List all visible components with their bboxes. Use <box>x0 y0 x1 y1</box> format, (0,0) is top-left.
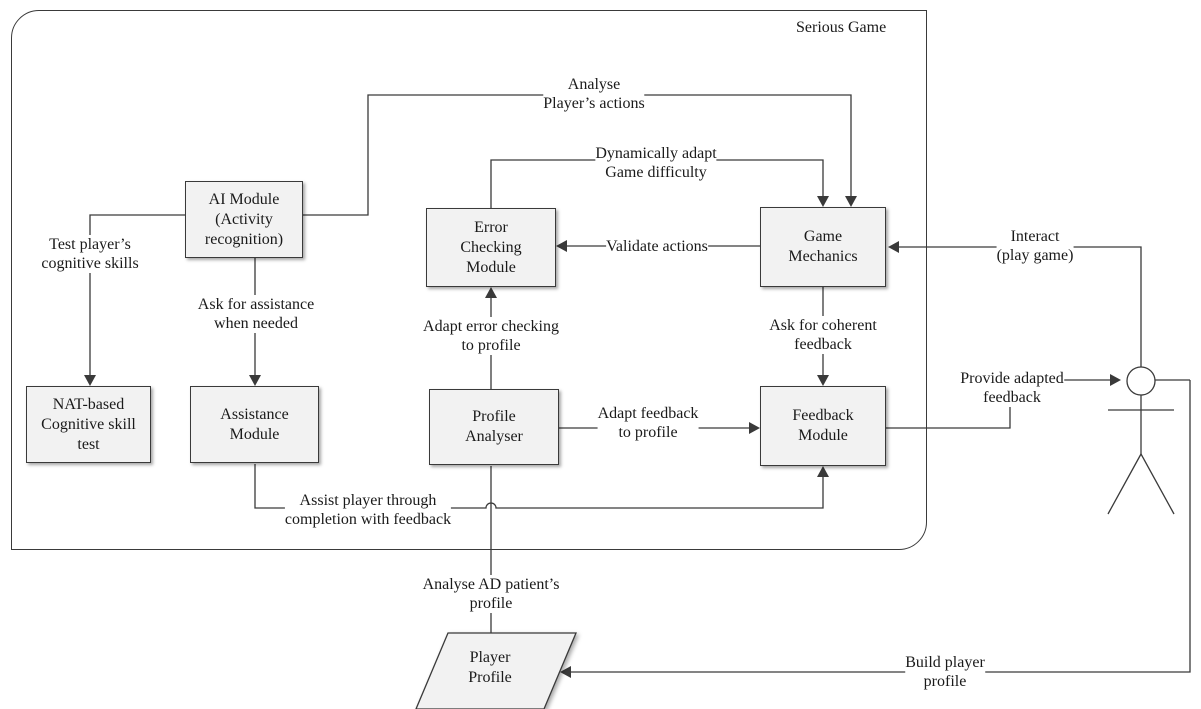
label-interact-1: Interact <box>1010 228 1060 245</box>
label-provide-feedback-1: Provide adapted <box>960 370 1064 387</box>
ai-module-line-3: recognition) <box>204 230 284 248</box>
label-test-skills: Test player’s cognitive skills <box>41 235 139 273</box>
arrowhead-dynamically-adapt <box>817 196 829 207</box>
label-provide-feedback: Provide adapted feedback <box>960 369 1064 407</box>
label-interact: Interact (play game) <box>996 227 1074 265</box>
label-dynamically-adapt: Dynamically adapt Game difficulty <box>595 144 717 182</box>
label-interact-2: (play game) <box>996 247 1074 264</box>
label-assist-player: Assist player through completion with fe… <box>284 491 452 529</box>
game-mechanics-line-2: Mechanics <box>788 248 858 265</box>
label-ask-assistance-2: when needed <box>214 315 298 332</box>
label-test-skills-1: Test player’s <box>49 236 131 253</box>
label-ask-coherent-2: feedback <box>794 336 852 353</box>
label-validate-actions-1: Validate actions <box>606 238 708 255</box>
arrowhead-test-skills <box>84 375 96 386</box>
serious-game-title: Serious Game <box>796 19 887 36</box>
arrowhead-provide-feedback <box>1110 374 1121 386</box>
label-build-profile-2: profile <box>923 673 967 690</box>
arrowhead-assist-player <box>817 466 829 477</box>
ai-module-box: AI Module (Activity recognition) <box>185 181 303 258</box>
profile-analyser-box: Profile Analyser <box>429 389 559 465</box>
label-analyse-profile-2: profile <box>469 595 513 612</box>
nat-test-line-3: test <box>77 435 100 453</box>
arrowhead-build-profile <box>560 666 571 678</box>
arrowhead-analyse-actions <box>845 196 857 207</box>
player-profile-shape <box>415 632 577 709</box>
label-adapt-feedback-2: to profile <box>618 424 678 441</box>
feedback-line-1: Feedback <box>792 407 854 424</box>
label-assist-player-2: completion with feedback <box>284 511 452 528</box>
arrowhead-ask-assistance <box>249 375 261 386</box>
label-build-profile: Build player profile <box>905 653 985 691</box>
assistance-module-box: Assistance Module <box>190 386 319 463</box>
label-dynamically-adapt-1: Dynamically adapt <box>595 145 717 162</box>
profile-analyser-line-2: Analyser <box>465 428 523 445</box>
label-adapt-error-1: Adapt error checking <box>423 318 559 335</box>
edge-interact <box>897 246 1142 367</box>
label-analyse-actions-1: Analyse <box>567 76 621 93</box>
label-adapt-feedback: Adapt feedback to profile <box>597 404 699 442</box>
assistance-line-1: Assistance <box>220 405 289 423</box>
nat-test-line-1: NAT-based <box>52 395 125 413</box>
arrowhead-ask-coherent <box>817 375 829 386</box>
arrowhead-adapt-error <box>485 287 497 298</box>
nat-test-box: NAT-based Cognitive skill test <box>26 386 151 463</box>
ai-module-line-1: AI Module <box>208 190 280 208</box>
profile-analyser-line-1: Profile <box>472 408 516 425</box>
label-test-skills-2: cognitive skills <box>41 255 139 272</box>
label-provide-feedback-2: feedback <box>983 389 1041 406</box>
label-dynamically-adapt-2: Game difficulty <box>605 164 707 181</box>
error-checking-module-box: Error Checking Module <box>426 208 556 287</box>
label-analyse-profile-1: Analyse AD patient’s <box>422 576 560 593</box>
player-profile-line-2: Profile <box>468 669 512 686</box>
feedback-line-2: Module <box>798 427 848 444</box>
label-ask-assistance-1: Ask for assistance <box>197 296 315 313</box>
assistance-line-2: Module <box>229 425 280 443</box>
nat-test-line-2: Cognitive skill <box>41 415 136 433</box>
edge-test-skills <box>89 214 185 377</box>
label-adapt-error-2: to profile <box>461 337 521 354</box>
error-checking-line-1: Error <box>474 218 508 236</box>
label-adapt-error: Adapt error checking to profile <box>423 317 559 355</box>
label-ask-coherent-1: Ask for coherent <box>769 317 877 334</box>
error-checking-line-3: Module <box>466 258 516 276</box>
player-profile-label: Player Profile <box>430 648 550 688</box>
edge-build-profile <box>569 380 1191 673</box>
label-validate-actions: Validate actions <box>606 237 708 256</box>
label-ask-coherent: Ask for coherent feedback <box>769 316 877 354</box>
player-actor-icon <box>1107 366 1190 515</box>
label-analyse-actions: Analyse Player’s actions <box>543 75 645 113</box>
label-analyse-profile: Analyse AD patient’s profile <box>422 575 560 613</box>
label-ask-assistance: Ask for assistance when needed <box>197 295 315 333</box>
ai-module-line-2: (Activity <box>215 210 273 228</box>
arrowhead-interact <box>888 241 899 253</box>
arrowhead-adapt-feedback <box>749 422 760 434</box>
label-assist-player-1: Assist player through <box>299 492 437 509</box>
label-build-profile-1: Build player <box>905 654 985 671</box>
feedback-module-box: Feedback Module <box>760 386 886 466</box>
arrowhead-validate-actions <box>556 240 567 252</box>
edge-analyse-actions <box>303 94 852 216</box>
error-checking-line-2: Checking <box>460 238 522 256</box>
label-adapt-feedback-1: Adapt feedback <box>597 405 699 422</box>
game-mechanics-line-1: Game <box>803 228 843 245</box>
game-mechanics-box: Game Mechanics <box>760 207 886 287</box>
player-profile-line-1: Player <box>469 649 511 666</box>
label-analyse-actions-2: Player’s actions <box>543 95 645 112</box>
